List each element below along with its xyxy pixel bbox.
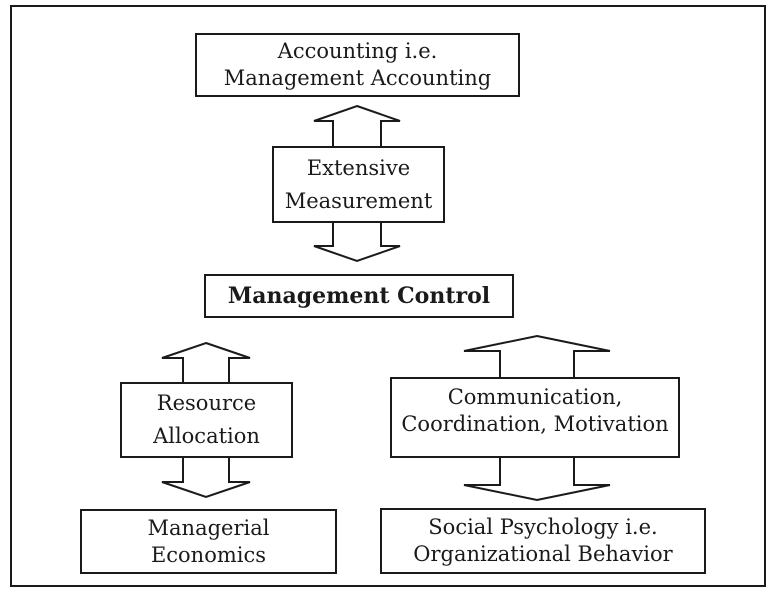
node-social-psychology-line-2: Organizational Behavior: [413, 542, 673, 566]
node-extensive-measurement-line-1: Extensive: [306, 155, 411, 180]
node-accounting: Accounting i.e. Management Accounting: [195, 33, 520, 97]
node-communication-line-2: Coordination, Motivation: [401, 412, 669, 436]
node-management-control: Management Control: [204, 274, 514, 318]
node-resource-allocation-line-1: Resource: [156, 391, 257, 415]
node-resource-allocation-line-2: Allocation: [153, 424, 260, 448]
node-communication-coordination-motivation: Communication, Coordination, Motivation: [390, 377, 680, 458]
outer-border: [10, 5, 766, 587]
node-social-psychology-line-1: Social Psychology i.e.: [428, 515, 658, 539]
node-accounting-line-2: Management Accounting: [223, 66, 492, 90]
node-social-psychology: Social Psychology i.e. Organizational Be…: [380, 508, 706, 574]
node-communication-line-1: Communication,: [447, 385, 623, 409]
node-managerial-economics-line-2: Economics: [150, 542, 267, 567]
node-extensive-measurement: Extensive Measurement: [272, 146, 445, 223]
node-managerial-economics-line-1: Managerial: [147, 515, 270, 540]
node-managerial-economics: Managerial Economics: [80, 509, 337, 574]
node-management-control-line-1: Management Control: [227, 282, 491, 309]
node-resource-allocation: Resource Allocation: [120, 382, 293, 458]
node-accounting-line-1: Accounting i.e.: [277, 39, 438, 63]
node-extensive-measurement-line-2: Measurement: [284, 188, 433, 213]
